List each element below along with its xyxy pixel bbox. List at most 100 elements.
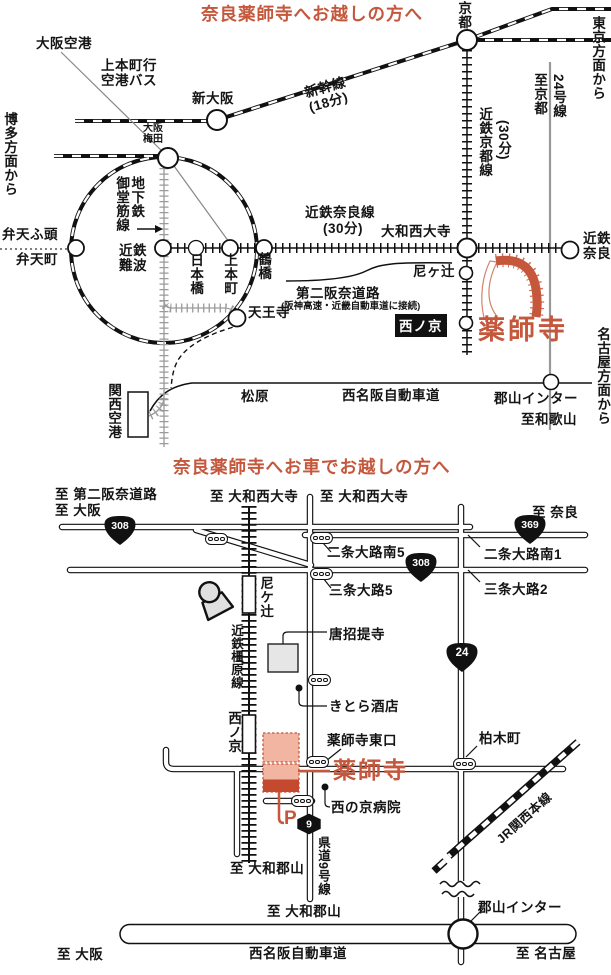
jr-kansai-line: [431, 739, 581, 874]
label-to-saidaiji-road: 至 大和西大寺: [320, 489, 409, 504]
label-to-koriyama-a: 至 大和郡山: [230, 861, 305, 876]
label-to-daini-hanna: 至 第二阪奈道路: [55, 487, 158, 502]
label-nishimeihan-top: 西名阪自動車道: [342, 388, 440, 403]
hospital-pointer: [324, 790, 331, 808]
yakushiji-precinct: [262, 732, 300, 793]
label-nijo-oji-minami-5: 二条大路南5: [327, 545, 406, 560]
nishinokyo-station-badge: 西ノ京: [395, 314, 447, 337]
traffic-signal-icon: [306, 756, 329, 768]
yakushiji-main-hall: [263, 779, 299, 792]
label-benten-futo: 弁天ふ頭: [2, 227, 58, 242]
label-kintetsu-namba: 近鉄 難波: [119, 243, 147, 274]
label-kintetsu-nara: 近鉄 奈良: [583, 231, 611, 262]
airport-bus-line: [60, 51, 230, 243]
label-to-kyoto: 至京都: [532, 73, 548, 115]
label-nishinokyo-bottom: 西ノ京: [226, 711, 242, 753]
label-from-tokyo: 東京方面から: [590, 16, 606, 100]
label-route24: 24号線: [551, 74, 567, 119]
toshodaiji-pointer: [282, 631, 327, 644]
kansai-airport-building: [127, 391, 149, 438]
label-koriyama-ic-top: 郡山インター: [494, 391, 578, 406]
svg-text:308: 308: [412, 557, 430, 569]
toshodaiji-building: [267, 643, 299, 673]
koriyama-ic-circle-bottom: [447, 918, 479, 950]
svg-text:9: 9: [306, 819, 312, 830]
traffic-signal-icon: [205, 533, 228, 545]
label-osaka-umeda: 大阪 梅田: [143, 123, 163, 146]
label-shin-osaka: 新大阪: [192, 91, 234, 106]
label-subway-midosuji: 地下鉄 御堂筋線: [114, 176, 145, 232]
label-bentencho: 弁天町: [16, 252, 58, 267]
kofun-keyhole: [198, 580, 235, 622]
label-kintetsu-kyoto-line: 近鉄京都線: [477, 107, 493, 177]
parking-route-line: [277, 792, 285, 825]
daini-hanna-road-line: [285, 262, 453, 282]
koriyama-ic-pointer: [470, 908, 484, 922]
label-nijo-oji-minami-1: 二条大路南1: [484, 547, 563, 562]
label-airport-bus: 上本町行 空港バス: [101, 58, 157, 89]
hanwa-dashed-line: [170, 324, 242, 389]
label-kyoto-line-time: (30分): [496, 120, 512, 161]
kitora-pointer: [298, 691, 327, 707]
label-uehommachi: 上本町: [222, 253, 238, 295]
hospital-dot: [321, 783, 329, 791]
label-sanjo-oji-2: 三条大路2: [484, 582, 549, 597]
label-nipponbashi: 日本橋: [188, 253, 204, 295]
nijo1-pointer: [467, 534, 481, 548]
label-yamato-saidaiji: 大和西大寺: [381, 224, 451, 239]
label-amagatsuji-top: 尼ヶ辻: [413, 264, 455, 279]
koriyama-ic-circle-top: [542, 373, 560, 391]
traffic-signal-icon: [453, 758, 476, 770]
label-tsuruhashi: 鶴橋: [256, 252, 272, 280]
label-hospital: 西の京病院: [331, 800, 401, 815]
traffic-signal-icon: [291, 795, 314, 807]
label-osaka-airport: 大阪空港: [36, 36, 92, 51]
label-from-hakata: 博多方面から: [2, 112, 18, 196]
label-kashiwagicho: 柏木町: [479, 731, 521, 746]
midosuji-arrow-icon: [137, 225, 163, 233]
label-to-saidaiji-rail: 至 大和西大寺: [210, 489, 299, 504]
sanjo2-pointer: [467, 569, 481, 583]
label-amagatsuji-bottom: 尼ケ辻: [258, 576, 274, 618]
station-rect-amagatsuji: [241, 575, 257, 614]
nishimeihan-expressway-line: [149, 382, 592, 412]
label-yakushiji-bottom: 薬師寺: [333, 757, 408, 783]
station-rect-nishinokyo: [241, 714, 257, 754]
label-daini-hanna-note: (阪神高速・近畿自動車道に接続): [281, 301, 421, 312]
pointer-lines: [282, 534, 484, 922]
label-nishimeihan-bottom: 西名阪自動車道: [249, 946, 347, 961]
label-from-nagoya: 名古屋方面から: [595, 327, 611, 425]
label-kintetsu-nara-line: 近鉄奈良線: [305, 205, 375, 220]
river-symbol: [438, 880, 482, 898]
traffic-signal-icon: [310, 568, 333, 580]
label-to-osaka-top: 至 大阪: [55, 503, 102, 518]
svg-text:369: 369: [521, 519, 539, 531]
midosuji-subway-line: [147, 168, 241, 447]
yakushiji-logo: [481, 253, 545, 319]
label-kyoto: 京都: [456, 1, 472, 29]
label-parking: P: [284, 808, 297, 829]
label-daini-hanna: 第二阪奈道路: [296, 286, 380, 301]
road-map-title: 奈良薬師寺へお車でお越しの方へ: [173, 457, 451, 477]
label-kitora: きとら酒店: [329, 699, 399, 714]
svg-text:24: 24: [456, 647, 469, 659]
station-circles: [67, 29, 580, 331]
label-to-wakayama: 至和歌山: [521, 412, 577, 427]
traffic-signal-icon: [308, 674, 331, 686]
label-to-osaka-bottom: 至 大阪: [57, 947, 104, 962]
label-to-koriyama-b: 至 大和郡山: [267, 904, 342, 919]
rail-map-title: 奈良薬師寺へお越しの方へ: [201, 4, 423, 24]
label-to-nagoya: 至 名古屋: [516, 946, 577, 961]
label-yakushiji-east: 薬師寺東口: [327, 733, 397, 748]
label-nara-line-time: (30分): [323, 221, 364, 236]
kitora-dot: [295, 684, 303, 692]
label-kansai-airport: 関西空港: [106, 383, 122, 439]
kashiwagicho-pointer: [465, 745, 478, 758]
label-koriyama-ic-bottom: 郡山インター: [478, 900, 562, 915]
label-sanjo-oji-5: 三条大路5: [329, 583, 394, 598]
label-toshodaiji: 唐招提寺: [329, 627, 385, 642]
label-tennoji: 天王寺: [248, 305, 290, 320]
label-yakushiji-top: 薬師寺: [478, 315, 568, 345]
nijo5-pointer: [322, 542, 332, 553]
